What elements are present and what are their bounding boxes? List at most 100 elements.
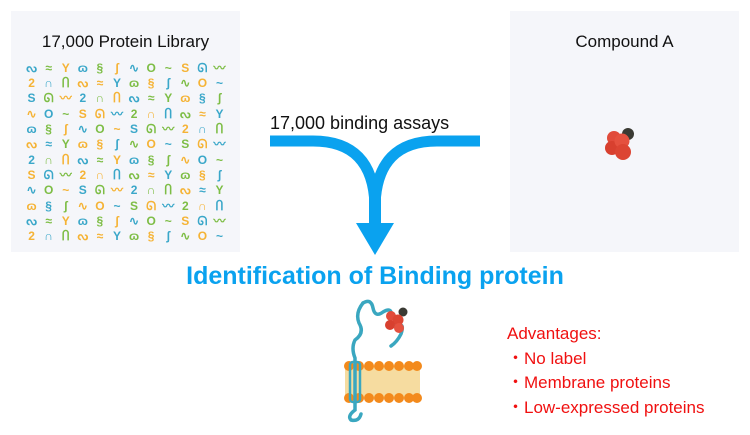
- protein-glyph-icon: ~: [164, 60, 172, 75]
- binding-assays-label: 17,000 binding assays: [270, 113, 450, 133]
- protein-glyph-icon: S: [78, 106, 87, 121]
- protein-glyph-icon: ~: [113, 121, 121, 136]
- protein-glyph-icon: ~: [164, 137, 172, 152]
- protein-glyph-icon: ∿: [26, 106, 37, 121]
- protein-glyph-icon: S: [78, 183, 87, 198]
- advantage-item: Membrane proteins: [507, 371, 704, 396]
- protein-glyph-icon: ɷ: [128, 152, 140, 167]
- protein-glyph-icon: ∿: [77, 121, 88, 136]
- lipid-bilayer: [344, 361, 422, 403]
- protein-glyph-icon: Ⴖ: [61, 229, 70, 244]
- protein-glyph-icon: ∩: [44, 75, 53, 90]
- protein-glyph-icon: Ⴖ: [215, 121, 224, 136]
- protein-glyph-icon: ɷ: [128, 75, 140, 90]
- protein-glyph-icon: ~: [215, 229, 223, 244]
- protein-glyph-icon: ᔓ: [26, 137, 37, 152]
- protein-library-title: 17,000 Protein Library: [41, 32, 210, 51]
- protein-glyph-icon: ʃ: [166, 152, 171, 167]
- molecule-icon: [605, 128, 634, 160]
- protein-glyph-icon: Y: [164, 167, 173, 182]
- protein-glyph-icon: ᘏ: [146, 121, 157, 136]
- protein-glyph-icon: ∿: [180, 75, 191, 90]
- protein-glyph-icon: ≈: [147, 91, 155, 106]
- protein-glyph-icon: §: [45, 198, 52, 213]
- protein-glyph-icon: S: [181, 137, 190, 152]
- protein-glyph-icon: ∩: [95, 167, 105, 182]
- protein-glyph-icon: ɷ: [77, 60, 88, 75]
- protein-glyph-icon: ʃ: [166, 229, 171, 244]
- protein-glyph-icon: ʃ: [114, 213, 119, 228]
- protein-glyph-icon: ∩: [198, 198, 207, 213]
- protein-glyph-icon: §: [96, 60, 104, 75]
- protein-glyph-icon: ∿: [129, 137, 140, 152]
- protein-glyph-icon: 〰: [59, 167, 72, 182]
- protein-glyph-icon: Ⴖ: [164, 183, 172, 198]
- protein-glyph-icon: ≈: [45, 213, 52, 228]
- protein-glyph-icon: O: [43, 106, 54, 121]
- protein-glyph-icon: ∿: [180, 229, 191, 244]
- protein-glyph-icon: ᘏ: [197, 213, 208, 228]
- protein-glyph-icon: Ⴖ: [164, 106, 172, 121]
- membrane-protein-icon: [344, 299, 422, 423]
- protein-glyph-icon: ᘏ: [43, 91, 54, 106]
- protein-glyph-icon: ʃ: [114, 137, 119, 152]
- protein-glyph-icon: 〰: [213, 137, 226, 152]
- protein-glyph-icon: O: [95, 121, 105, 136]
- protein-glyph-icon: ᔓ: [128, 167, 140, 182]
- protein-glyph-icon: Y: [112, 152, 121, 167]
- protein-glyph-icon: §: [96, 137, 104, 152]
- protein-glyph-icon: 〰: [110, 106, 123, 121]
- protein-glyph-icon: ɷ: [77, 137, 88, 152]
- protein-glyph-icon: ≈: [96, 152, 104, 167]
- protein-glyph-icon: ᘏ: [197, 137, 208, 152]
- protein-glyph-icon: Ⴖ: [113, 167, 121, 182]
- protein-glyph-icon: 2: [130, 183, 138, 198]
- protein-glyph-icon: Y: [61, 137, 70, 152]
- protein-glyph-icon: S: [130, 121, 139, 136]
- protein-glyph-icon: ∩: [44, 229, 53, 244]
- protein-glyph-icon: ∩: [146, 106, 156, 121]
- protein-glyph-icon: O: [197, 152, 208, 167]
- protein-glyph-icon: ∿: [180, 152, 191, 167]
- protein-glyph-icon: ᔓ: [26, 213, 37, 228]
- bound-compound: [385, 307, 408, 333]
- protein-glyph-icon: Y: [61, 60, 70, 75]
- protein-glyph-icon: ~: [62, 106, 70, 121]
- protein-glyph-icon: ~: [215, 75, 223, 90]
- protein-glyph-icon: §: [147, 229, 155, 244]
- protein-glyph-icon: ≈: [45, 60, 52, 75]
- protein-glyph-icon: ɷ: [180, 91, 191, 106]
- protein-glyph-icon: §: [96, 213, 104, 228]
- protein-glyph-icon: ᔓ: [128, 91, 140, 106]
- protein-glyph-icon: O: [146, 213, 156, 228]
- protein-glyph-icon: S: [130, 198, 139, 213]
- protein-glyph-icon: §: [199, 167, 206, 182]
- protein-glyph-icon: O: [197, 229, 208, 244]
- protein-glyph-icon: ᘏ: [43, 167, 54, 182]
- protein-glyph-icon: ∿: [77, 198, 88, 213]
- protein-glyph-icon: ᔓ: [26, 60, 37, 75]
- protein-glyph-icon: ~: [215, 152, 223, 167]
- protein-glyph-icon: 2: [28, 152, 35, 167]
- protein-glyph-icon: 2: [181, 121, 189, 136]
- result-title: Identification of Binding protein: [186, 262, 564, 290]
- protein-glyph-icon: O: [146, 60, 156, 75]
- protein-glyph-icon: ~: [164, 213, 172, 228]
- protein-glyph-icon: O: [146, 137, 156, 152]
- advantages-heading: Advantages:: [507, 324, 602, 343]
- protein-glyph-icon: 2: [79, 167, 87, 182]
- protein-glyph-icon: ∿: [129, 60, 140, 75]
- protein-glyph-icon: 〰: [213, 213, 226, 228]
- protein-glyph-icon: §: [147, 152, 155, 167]
- protein-glyph-icon: ≈: [199, 106, 206, 121]
- protein-glyph-icon: ᘏ: [197, 60, 208, 75]
- protein-glyph-icon: ɷ: [128, 229, 140, 244]
- protein-glyph-icon: ∩: [95, 91, 105, 106]
- protein-glyph-icon: 2: [79, 91, 87, 106]
- protein-glyph-icon: ᔓ: [179, 183, 191, 198]
- protein-glyph-icon: ʃ: [217, 167, 222, 182]
- protein-glyph-icon: ʃ: [166, 75, 171, 90]
- protein-glyph-icon: ɷ: [77, 213, 88, 228]
- protein-glyph-icon: Y: [164, 91, 173, 106]
